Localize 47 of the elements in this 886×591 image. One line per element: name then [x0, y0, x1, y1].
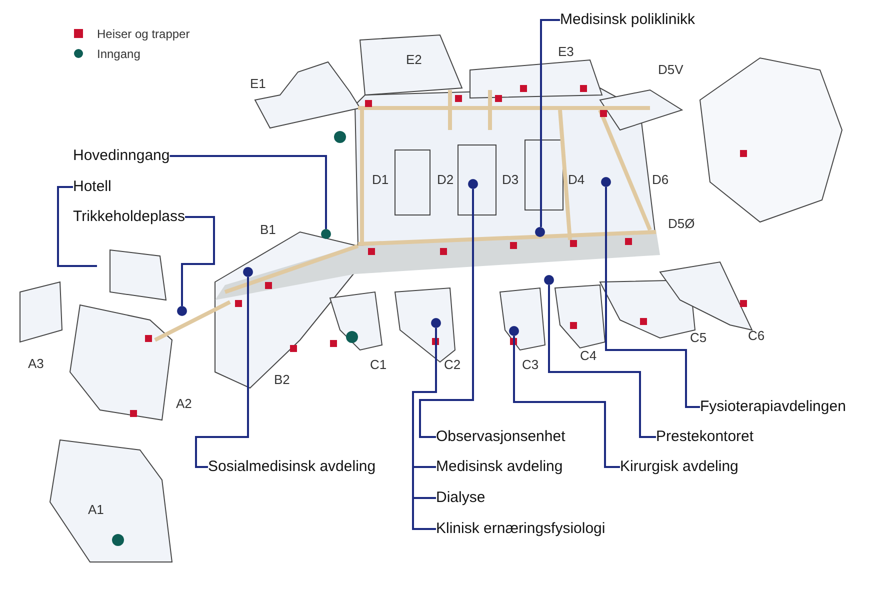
legend-label: Inngang: [97, 47, 140, 61]
wing-label: E2: [406, 52, 422, 67]
wing-label: D1: [372, 172, 389, 187]
wing-label: D5V: [658, 62, 684, 77]
callout-label: Dialyse: [436, 489, 486, 507]
callout-label: Medisinsk poliklinikk: [560, 11, 696, 29]
wing-label: B1: [260, 222, 276, 237]
wing-label: D5Ø: [668, 216, 695, 231]
callout-label: Sosialmedisinsk avdeling: [208, 458, 376, 476]
wing-label: C3: [522, 357, 539, 372]
wing-label: D2: [437, 172, 454, 187]
wing-label: C2: [444, 357, 461, 372]
wing-label: E1: [250, 76, 266, 91]
wing-label: C5: [690, 330, 707, 345]
entrance-dot: [321, 229, 331, 239]
callout-label: Kirurgisk avdeling: [620, 458, 738, 476]
wing-label: A3: [28, 356, 44, 371]
callout-label: Hovedinngang: [73, 147, 170, 165]
leader-line: [419, 189, 474, 438]
wing-label: D6: [652, 172, 669, 187]
leader-line: [605, 187, 700, 408]
wing-label: E3: [558, 44, 574, 59]
leader-line: [548, 285, 656, 438]
wing-label: C1: [370, 357, 387, 372]
leader-line: [57, 186, 97, 267]
callout-label: Klinisk ernæringsfysiologi: [436, 520, 606, 538]
leader-line: [513, 336, 620, 468]
callout-label: Trikkeholdeplass: [73, 208, 185, 226]
location-dot: [544, 275, 554, 285]
wing-label: C6: [748, 328, 765, 343]
leader-line: [540, 19, 560, 227]
callout-label: Prestekontoret: [656, 428, 754, 446]
wing-label: A2: [176, 396, 192, 411]
leader-line: [181, 216, 215, 306]
callout-label: Medisinsk avdeling: [436, 458, 563, 476]
callout-label: Observasjonsenhet: [436, 428, 566, 446]
location-dot: [177, 306, 187, 316]
callout-label: Hotell: [73, 178, 112, 196]
callout-label: Fysioterapiavdelingen: [700, 398, 846, 416]
legend-label: Heiser og trapper: [97, 27, 190, 41]
wing-label: D3: [502, 172, 519, 187]
wing-label: B2: [274, 372, 290, 387]
wing-label: A1: [88, 502, 104, 517]
wing-label: D4: [568, 172, 585, 187]
leader-line: [195, 277, 249, 468]
leader-line: [170, 155, 327, 229]
wing-label: C4: [580, 348, 597, 363]
